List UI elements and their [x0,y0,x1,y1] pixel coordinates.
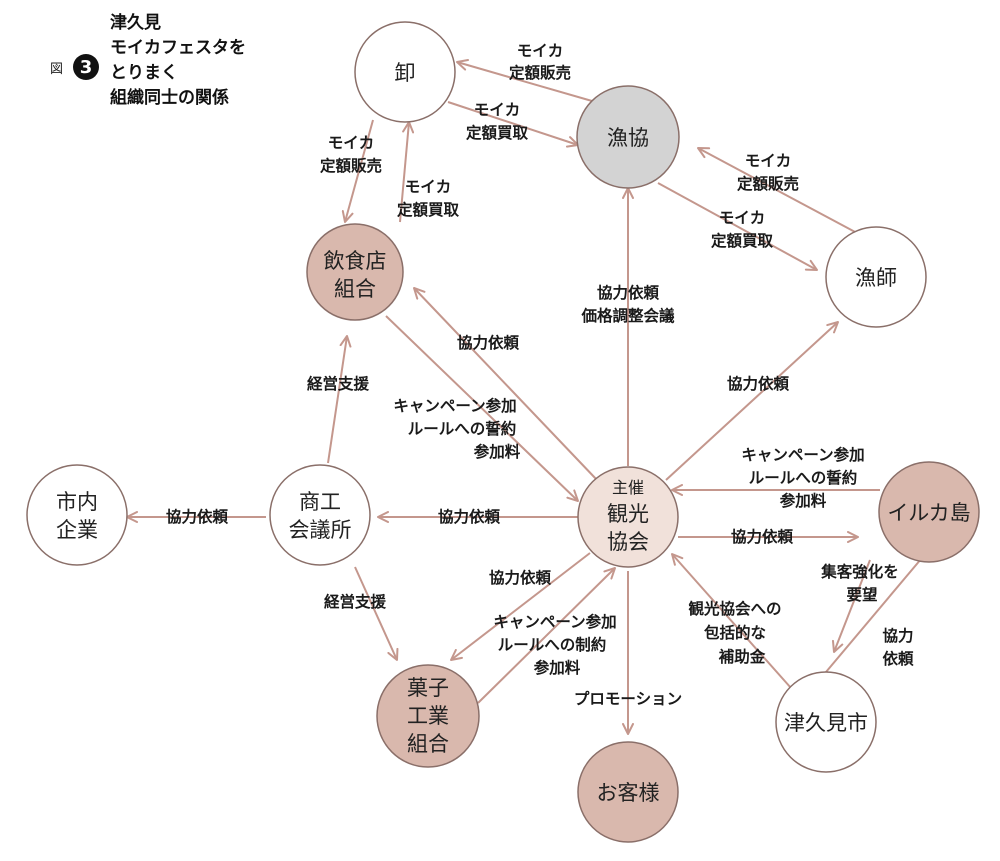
label-kanko-to-gyokyo-2: 価格調整会議 [580,306,675,325]
label-irukajima-to-kanko-1: キャンペーン参加 [741,445,864,464]
figure-caption: 図 3 津久見 モイカフェスタを とりまく 組織同士の関係 [50,12,246,108]
label-tsukumi-to-kanko-2: 包括的な [704,623,766,642]
label-irukajima-to-tsukumi-2: 要望 [846,585,877,604]
label-irukajima-to-kanko-2: ルールへの誓約 [749,468,858,487]
label-tsukumi-to-kanko-3: 補助金 [718,647,766,666]
arrow-oroshi-to-gyokyo [447,101,579,148]
label-oroshi-to-inshoku-1: モイカ [328,134,375,152]
label-shoko-to-inshoku: 経営支援 [307,374,370,393]
arrow-shoko-to-inshoku [327,335,352,464]
arrow-gyokyo-to-oroshi [456,58,593,102]
label-kanko-to-irukajima: 協力依頼 [731,527,794,546]
node-okyakusama-label: お客様 [597,781,660,805]
node-oroshi: 卸 [354,21,456,123]
figure-title-line-4: 組織同士の関係 [110,87,229,108]
label-shoko-to-kashi: 経営支援 [324,592,387,611]
label-kanko-to-inshoku: 協力依頼 [457,333,520,352]
arrow-irukajima-to-tsukumi [831,559,871,653]
figure-title-line-2: モイカフェスタを [110,38,246,58]
label-ryoshi-to-gyokyo-1: モイカ [745,152,792,170]
node-inshokuten-label-1: 飲食店 [324,249,387,273]
label-inshoku-to-kanko-1: キャンペーン参加 [393,396,516,415]
label-tsukumi-to-irukajima-2: 依頼 [882,649,914,668]
label-oroshi-to-gyokyo-1: モイカ [474,101,521,119]
node-kanko-label-2: 協会 [607,530,649,554]
label-inshoku-to-oroshi-2: 定額買取 [397,200,460,219]
node-tsukumi-label: 津久見市 [784,711,868,735]
label-irukajima-to-tsukumi-1: 集客強化を [820,562,899,581]
node-gyokyo-label: 漁協 [607,126,649,150]
node-shinai-kigyo: 市内 企業 [26,464,128,566]
label-kanko-to-kashi: 協力依頼 [489,568,552,587]
label-shoko-to-shinai: 協力依頼 [166,507,229,526]
node-kanko-sub-label: 主催 [612,478,644,497]
label-oroshi-to-gyokyo-2: 定額買取 [466,123,529,142]
edge-labels: モイカ 定額販売 モイカ 定額買取 モイカ 定額販売 モイカ 定額買取 モイカ … [166,42,914,708]
figure-tag: 図 [50,62,63,77]
arrow-kanko-to-kashi [450,552,591,661]
node-shinai-label-2: 企業 [56,518,98,542]
label-ryoshi-to-gyokyo-2: 定額販売 [737,174,799,193]
node-shokokaigisho-label-2: 会議所 [289,518,352,542]
node-shokokaigisho: 商工 会議所 [269,464,371,566]
arrow-gyokyo-to-ryoshi [657,182,818,271]
node-kashi-label-1: 菓子 [407,676,449,700]
arrow-inshoku-to-kanko [385,315,579,502]
arrow-inshoku-to-oroshi [399,121,415,223]
figure-number-badge [73,54,99,80]
node-kashi-label-3: 組合 [407,732,449,756]
node-ryoshi-label: 漁師 [855,266,897,290]
figure-title-line-1: 津久見 [110,12,161,33]
arrow-shoko-to-kashi [354,566,399,661]
node-kashi-label-2: 工業 [407,704,449,728]
node-shokokaigisho-label-1: 商工 [299,490,341,514]
arrow-kanko-to-inshoku [413,287,598,481]
label-kanko-to-okyaku: プロモーション [574,689,682,708]
label-kashi-to-kanko-2: ルールへの制約 [498,635,607,654]
label-inshoku-to-kanko-2: ルールへの誓約 [408,419,517,438]
label-irukajima-to-kanko-3: 参加料 [780,491,827,510]
figure-number: 3 [80,57,93,78]
node-inshokuten: 飲食店 組合 [306,223,404,321]
label-tsukumi-to-kanko-1: 観光協会への [688,599,781,618]
label-inshoku-to-kanko-3: 参加料 [474,442,521,461]
edges [126,58,933,735]
node-oroshi-label: 卸 [395,61,416,85]
label-kashi-to-kanko-1: キャンペーン参加 [493,612,616,631]
arrow-kashi-to-kanko [477,567,616,704]
label-tsukumi-to-irukajima-1: 協力 [882,626,913,645]
label-kashi-to-kanko-3: 参加料 [534,658,581,677]
label-gyokyo-to-oroshi-1: モイカ [517,42,564,60]
label-kanko-to-ryoshi: 協力依頼 [727,374,790,393]
label-gyokyo-to-ryoshi-1: モイカ [719,209,766,227]
node-kanko-label-1: 観光 [607,502,649,526]
arrow-kanko-to-ryoshi [665,321,839,481]
arrow-tsukumi-to-irukajima [825,545,933,673]
arrow-oroshi-to-inshoku [341,119,374,223]
node-shinai-label-1: 市内 [56,490,98,514]
label-gyokyo-to-oroshi-2: 定額販売 [509,63,571,82]
arrow-ryoshi-to-gyokyo [697,147,858,234]
node-inshokuten-label-2: 組合 [334,277,376,301]
label-inshoku-to-oroshi-1: モイカ [405,178,452,196]
node-kanko-kyokai: 主催 観光 協会 [577,466,679,568]
nodes: 卸 漁協 漁師 飲食店 組合 商工 会議所 市内 企業 主催 観光 [26,21,980,843]
node-gyokyo: 漁協 [576,85,680,189]
node-irukajima-label: イルカ島 [887,501,970,525]
arrow-tsukumi-to-kanko [671,553,792,689]
node-ryoshi: 漁師 [825,226,927,328]
label-kanko-to-shoko: 協力依頼 [438,507,501,526]
label-kanko-to-gyokyo-1: 協力依頼 [597,283,660,302]
node-kashi-kogyo: 菓子 工業 組合 [376,664,480,768]
label-gyokyo-to-ryoshi-2: 定額買取 [711,231,774,250]
label-oroshi-to-inshoku-2: 定額販売 [320,156,382,175]
node-okyakusama: お客様 [577,741,679,843]
figure-title-line-3: とりまく [110,63,178,83]
node-irukajima: イルカ島 [878,461,980,563]
node-tsukumi-shi: 津久見市 [775,671,877,773]
